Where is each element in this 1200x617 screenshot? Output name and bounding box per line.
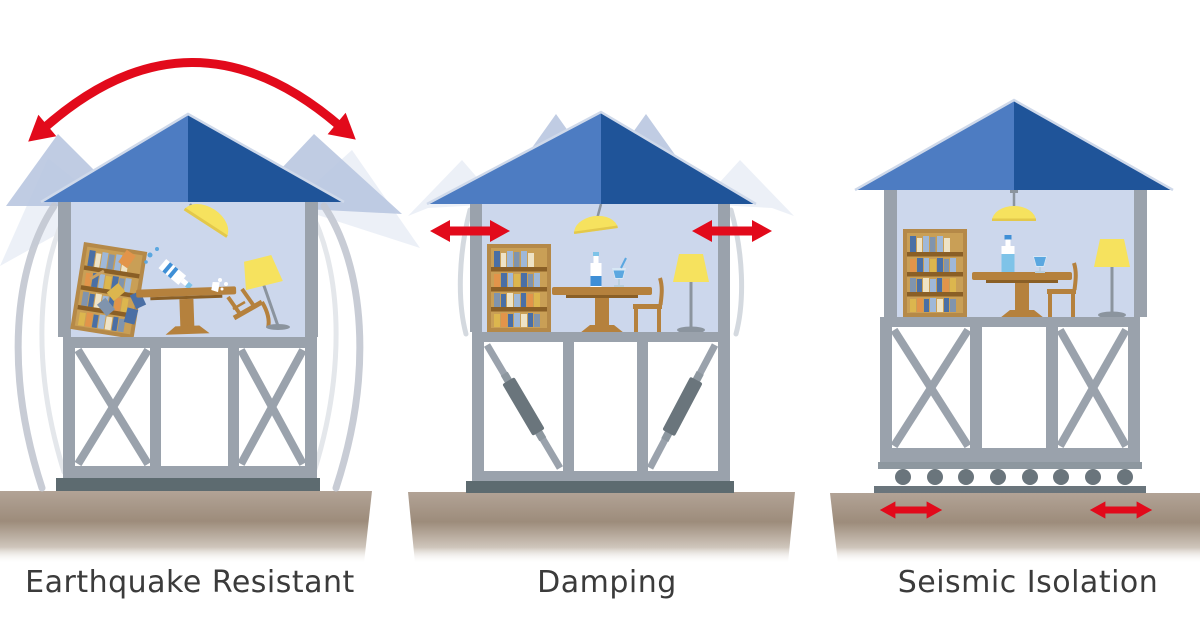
roof [854,98,1174,192]
spill-droplets [144,247,159,264]
fallen-chair [226,287,271,329]
ground-strip-2 [408,492,795,563]
swinging-pendant-lamp [183,195,236,238]
panel-label-damping: Damping [537,565,677,600]
ground [0,491,1200,563]
pendant-lamp [572,203,618,235]
left-wall-pillar [58,202,71,337]
isolation-ground-plate [874,486,1146,493]
ground-strip-1 [0,491,372,563]
bottle [590,252,602,287]
panel-label-earthquake-resistant: Earthquake Resistant [25,565,355,600]
bottle [1001,235,1015,272]
house-earthquake-resistant [0,58,420,492]
roller-bearings [895,469,1133,485]
panel-label-seismic-isolation: Seismic Isolation [897,565,1159,600]
tipped-cup [211,278,228,293]
right-wall-pillar [305,202,318,337]
falling-bottle [158,258,193,290]
roof [40,112,345,204]
tilting-bookshelf [70,242,148,339]
left-wall-pillar [470,204,482,332]
house-seismic-isolation [854,98,1174,519]
pendant-lamp [992,189,1036,221]
ground-strip-3 [830,493,1200,563]
base-plate [56,478,320,491]
roof [426,110,757,206]
right-wall-pillar [718,204,730,332]
tilting-floor-lamp [244,255,290,330]
base-plate [466,481,734,493]
sway-arc-arrow-icon [19,58,365,153]
braced-frame-on-rollers [874,317,1146,493]
house-damping [408,110,794,493]
cocktail-glass [612,257,627,287]
right-wall-pillar [1134,190,1147,317]
damper-cylinder-left [500,371,547,442]
wine-glass [1033,256,1047,273]
braced-foundation-frame [56,337,320,491]
bookshelf [487,244,551,332]
damper-foundation-frame [466,332,734,493]
damper-cylinder-right [661,371,704,442]
left-wall-pillar [884,190,897,317]
bookshelf [903,229,967,317]
flying-books [89,249,147,325]
isolation-upper-plate [878,462,1142,469]
